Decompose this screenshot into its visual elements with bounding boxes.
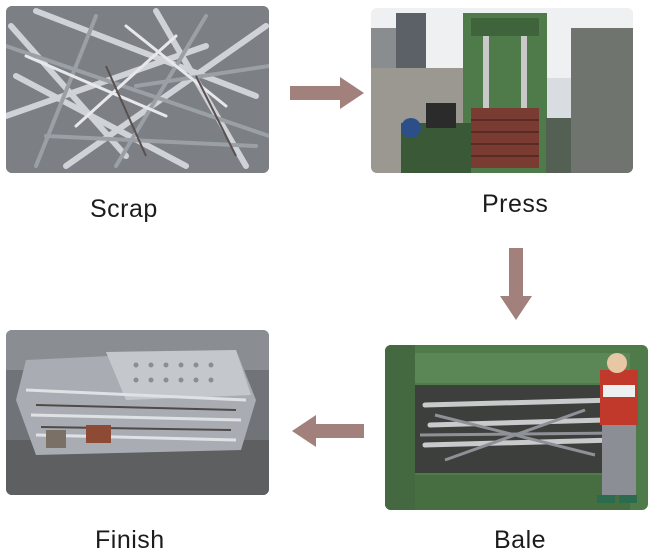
bale-photo [385, 345, 648, 510]
finish-photo [6, 330, 269, 495]
step-label-finish: Finish [95, 526, 165, 554]
step-label-bale: Bale [494, 526, 547, 554]
press-photo [371, 8, 633, 173]
arrow-left-icon [292, 415, 364, 447]
step-label-scrap: Scrap [90, 195, 158, 223]
arrow-down-icon [500, 248, 532, 320]
step-label-press: Press [482, 190, 549, 218]
arrow-right-icon [290, 77, 364, 109]
scrap-photo [6, 6, 269, 173]
